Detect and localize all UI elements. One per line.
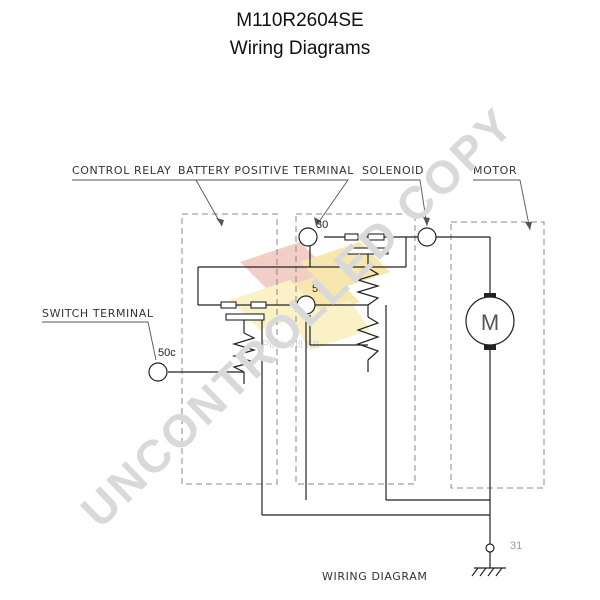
wiring-diagram-caption: WIRING DIAGRAM <box>322 570 427 583</box>
motor-symbol: M <box>481 310 499 335</box>
solenoid-label: SOLENOID <box>362 164 424 177</box>
solenoid-terminal-icon <box>417 227 437 247</box>
control-relay-label: CONTROL RELAY <box>72 164 171 177</box>
solenoid-hold-coil <box>356 316 380 361</box>
diagram-subtitle: Wiring Diagrams <box>229 38 371 59</box>
terminal-50-icon <box>296 295 316 315</box>
battery-positive-terminal-label: BATTERY POSITIVE TERMINAL <box>178 164 354 177</box>
terminal-50c-icon <box>148 362 168 382</box>
motor-label: MOTOR <box>473 164 517 177</box>
logo-text: Pirtó-Vill Kft <box>262 339 319 351</box>
ground-icon <box>471 552 506 577</box>
solenoid-box <box>295 213 416 485</box>
switch-terminal-label: SWITCH TERMINAL <box>42 307 154 320</box>
terminal-50-label: 50 <box>312 283 324 295</box>
terminal-31-icon <box>485 543 495 553</box>
terminal-50c-label: 50c <box>158 347 176 359</box>
terminal-30-icon <box>298 227 318 247</box>
motor-icon <box>465 293 515 350</box>
relay-coil <box>231 332 257 373</box>
motor-box <box>450 221 545 489</box>
diagram-title: M110R2604SE <box>236 10 364 31</box>
terminal-31-label: 31 <box>510 540 522 552</box>
terminal-30-label: 30 <box>316 219 328 231</box>
solenoid-pull-coil <box>355 267 381 306</box>
control-relay-box <box>181 213 278 485</box>
